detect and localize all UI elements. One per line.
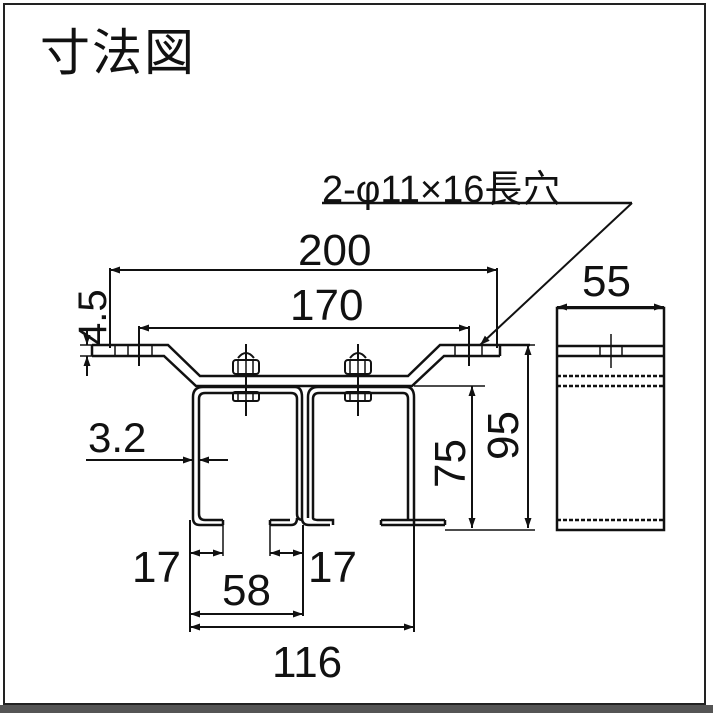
dimension-116: 116 xyxy=(190,525,415,687)
dimension-75: 75 xyxy=(414,385,485,528)
dimension-3-2-label: 3.2 xyxy=(88,414,146,461)
dimension-55: 55 xyxy=(557,257,664,311)
dimension-4-5: 4.5 xyxy=(71,289,115,376)
dimension-58-label: 58 xyxy=(222,566,271,615)
drawing-title: 寸法図 xyxy=(40,24,196,82)
dimension-95: 95 xyxy=(445,344,535,531)
dimension-58: 58 xyxy=(190,566,303,618)
channel-left xyxy=(191,385,330,527)
dimension-3-2: 3.2 xyxy=(86,414,228,464)
dimension-170-label: 170 xyxy=(290,281,363,330)
dimension-17-right-label: 17 xyxy=(308,543,357,592)
bolt-right xyxy=(344,344,372,416)
bolt-left xyxy=(232,344,260,416)
hole-note: 2-φ11×16長穴 xyxy=(322,169,633,346)
dimension-200: 200 xyxy=(109,226,498,348)
dimension-17-right: 17 xyxy=(269,525,357,616)
dimension-116-label: 116 xyxy=(272,638,342,687)
dimension-4-5-label: 4.5 xyxy=(71,289,115,345)
dimension-17-left: 17 xyxy=(132,520,224,632)
side-view xyxy=(555,306,666,532)
mounting-plate xyxy=(90,343,530,388)
hole-note-text: 2-φ11×16長穴 xyxy=(322,169,560,211)
dimension-17-left-label: 17 xyxy=(132,543,181,592)
dimension-200-label: 200 xyxy=(298,226,371,275)
dimension-75-label: 75 xyxy=(426,439,475,488)
bottom-edge xyxy=(0,705,713,713)
dimension-170: 170 xyxy=(138,281,470,366)
dimension-55-label: 55 xyxy=(582,257,631,306)
dimension-95-label: 95 xyxy=(479,411,528,460)
